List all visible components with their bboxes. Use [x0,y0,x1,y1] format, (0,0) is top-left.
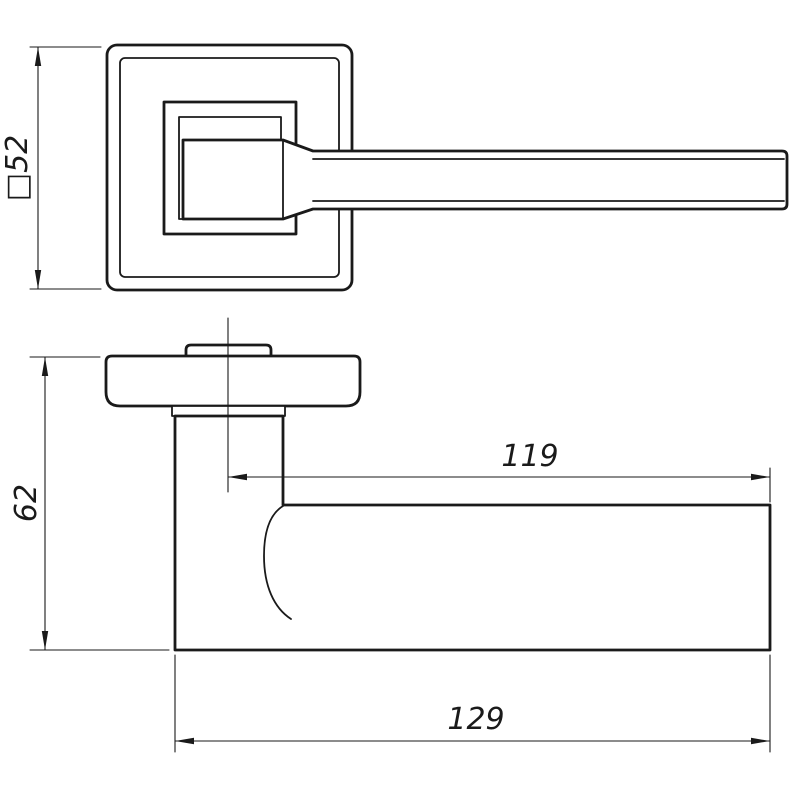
handle-side-profile [173,414,772,652]
dim-119-label: 119 [501,439,558,474]
dim-62-arrow-up [41,357,49,376]
dimension-grip-length: 119 [227,439,771,503]
dim-52-label: □52 [0,135,35,202]
dimension-handle-height: 62 [9,356,170,651]
handle-bend-curve [263,505,292,620]
dim-52-arrow-up [34,47,42,66]
dim-119-arrow-left [228,473,247,481]
rosette-disc-side [104,354,362,408]
lever-top-view-outline [181,138,789,221]
dim-62-arrow-down [41,631,49,650]
dim-129-label: 129 [447,702,504,737]
top-view [105,43,789,292]
dimension-rosette-size: □52 [0,46,102,290]
dim-52-arrow-down [34,270,42,289]
dim-62-label: 62 [9,484,44,522]
dim-129-arrow-right [751,737,770,745]
dimension-total-length: 129 [174,654,771,753]
dim-129-arrow-left [175,737,194,745]
dim-119-arrow-right [751,473,770,481]
side-view [104,317,772,652]
